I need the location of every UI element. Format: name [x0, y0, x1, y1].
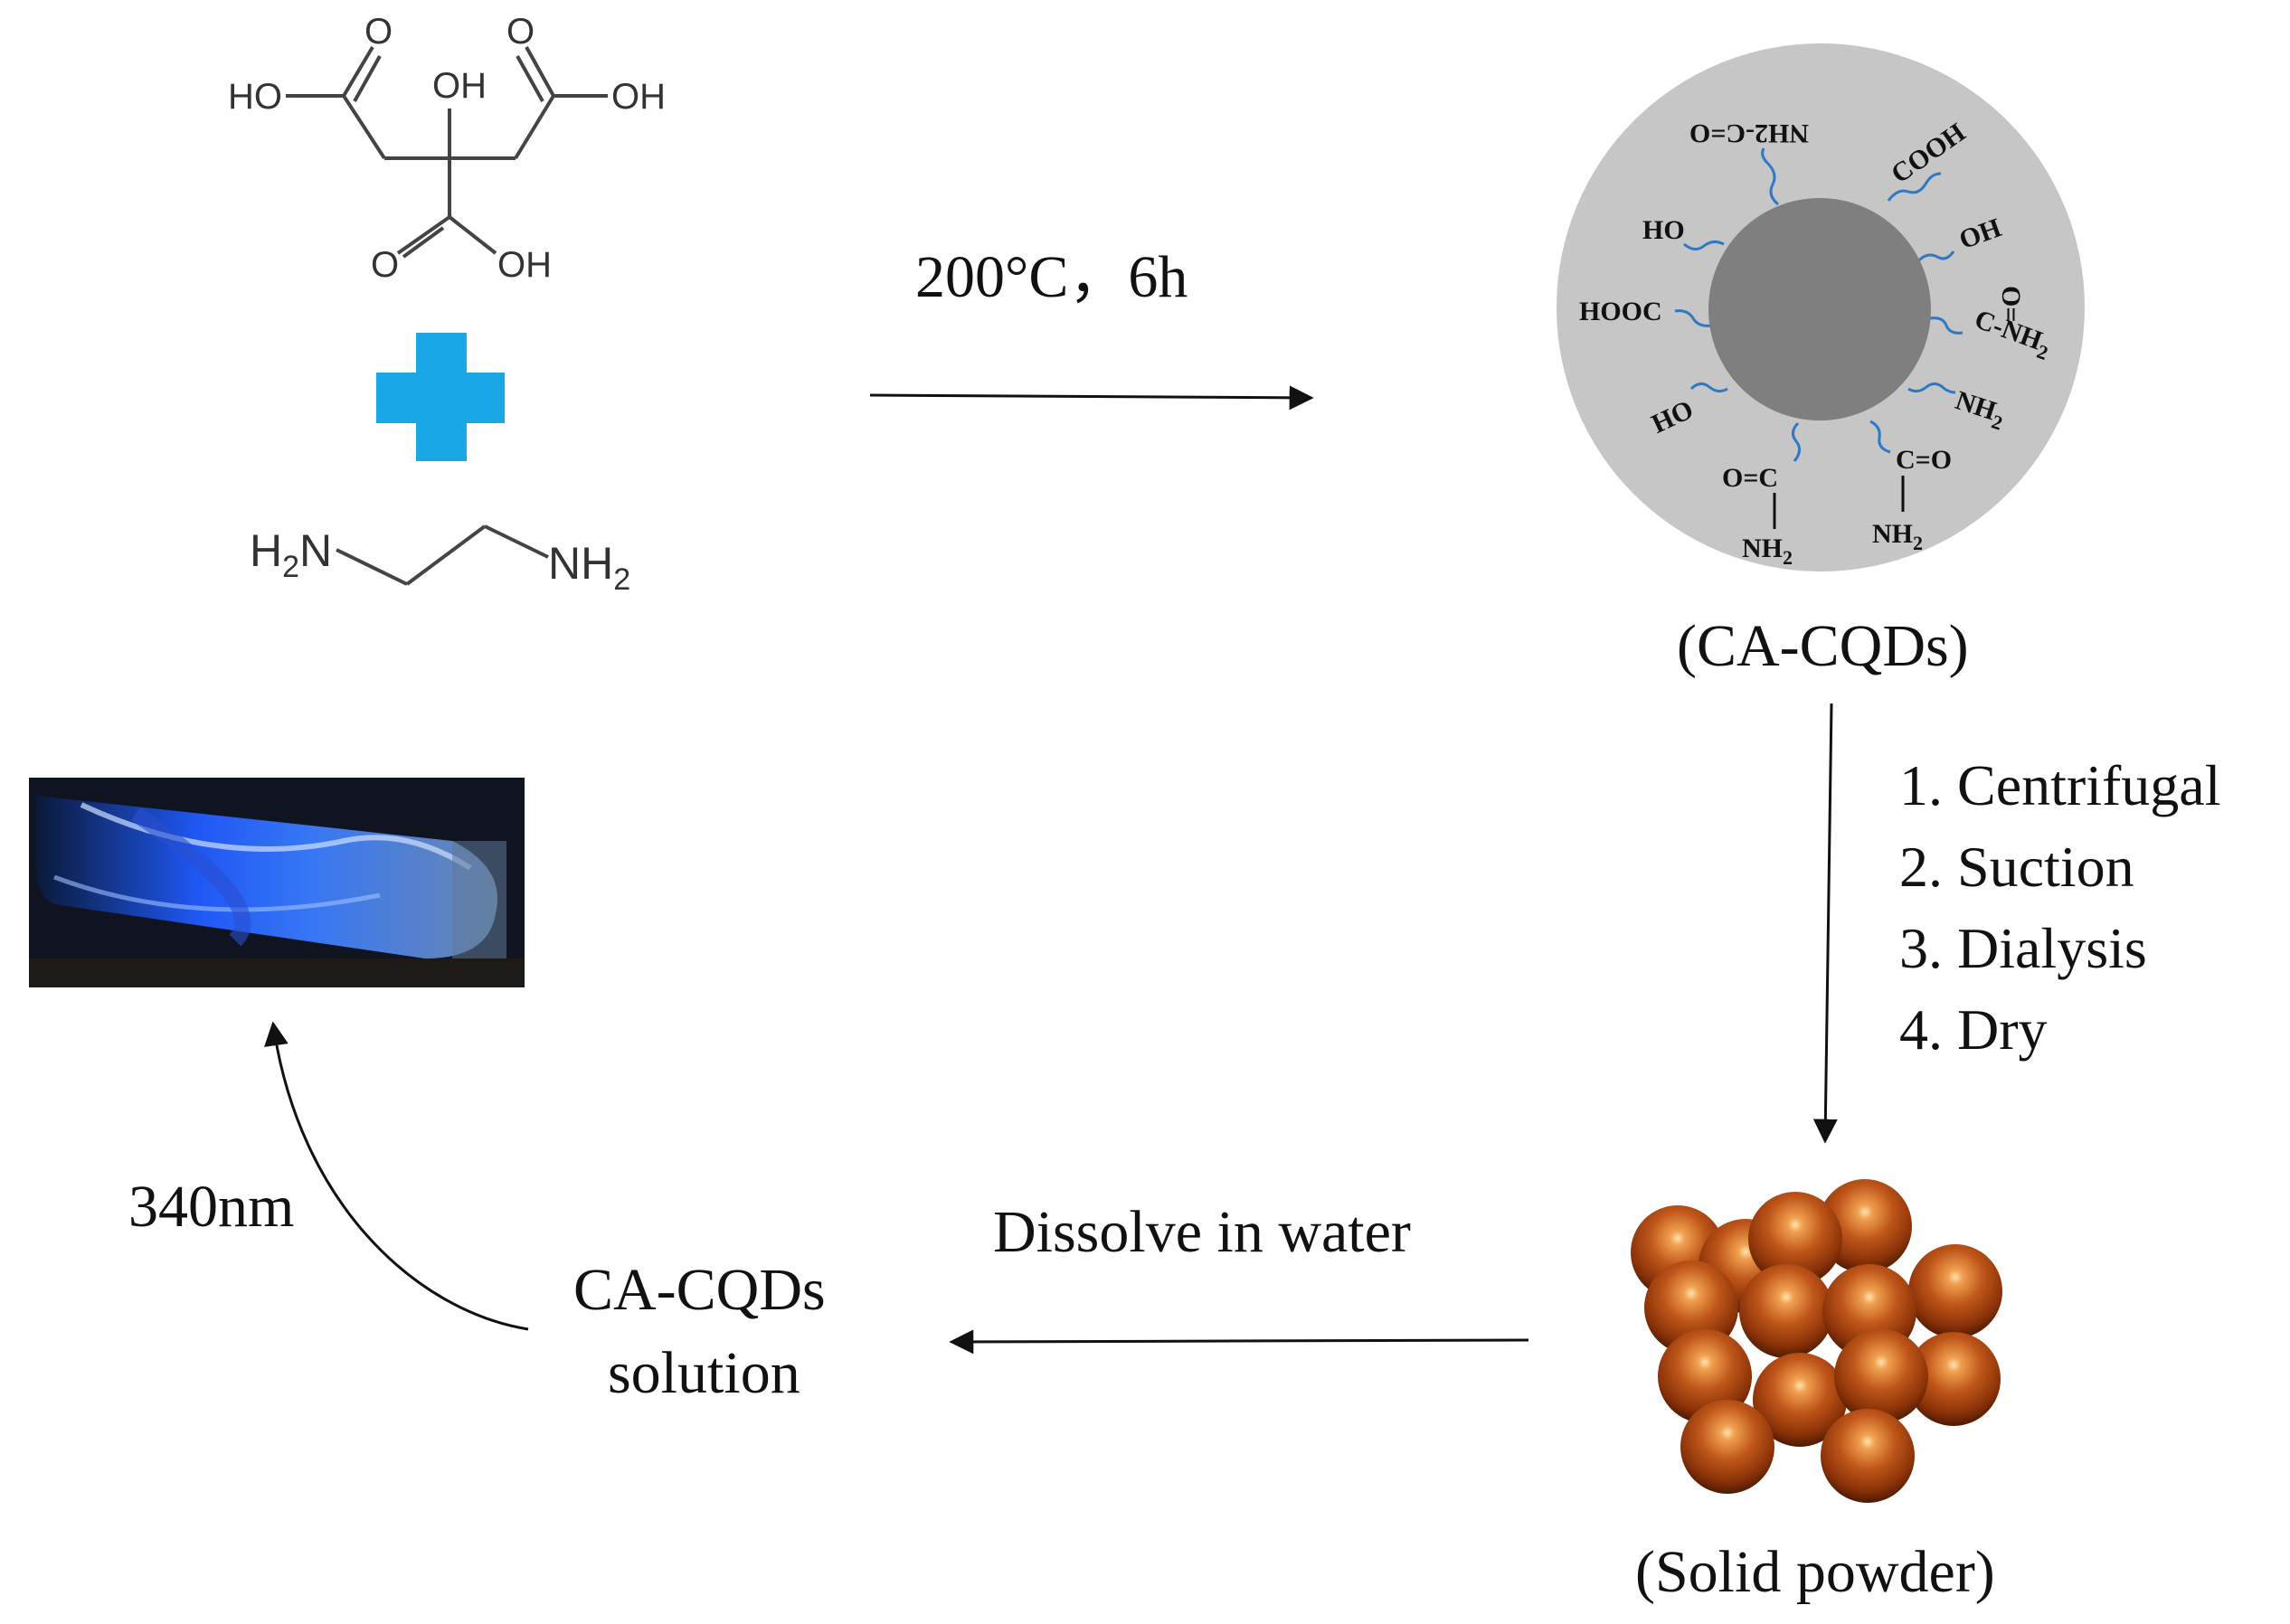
citric-label-oh-right: OH [611, 77, 666, 117]
plus-icon [376, 333, 505, 461]
excitation-label: 340nm [128, 1174, 294, 1240]
reaction-arrow [869, 385, 1314, 411]
cqd-caption: (CA-CQDs) [1677, 613, 1969, 679]
solution-label-line1: CA-CQDs [573, 1257, 826, 1323]
cqd-group-ho-upper: HO [1642, 215, 1685, 245]
citric-acid-structure: HO OH O O OH O OH [228, 12, 666, 285]
purification-step-3: 3. Dialysis [1899, 916, 2147, 980]
cqd-group-co-right: C=O [1896, 445, 1952, 475]
purification-step-4: 4. Dry [1899, 997, 2048, 1062]
cqd-group-top: NH2-C=O [1689, 118, 1809, 148]
solid-powder-particles [1631, 1179, 2002, 1503]
solution-label-line2: solution [608, 1340, 800, 1406]
fluorescence-photo [29, 778, 525, 987]
citric-label-o-left: O [364, 12, 393, 52]
ethylenediamine-label-nh2: NH2 [548, 538, 630, 597]
citric-label-oh-center: OH [432, 66, 487, 106]
reaction-condition: 200°C，6h [915, 244, 1188, 310]
dissolve-label: Dissolve in water [993, 1199, 1411, 1265]
ethylenediamine-structure: H2N NH2 [250, 524, 630, 597]
citric-label-ho: HO [228, 77, 282, 117]
cqd-particle: NH2-C=O COOH HO OH HOOC C-NH2 O= HO NH2 … [1557, 43, 2085, 571]
cqd-group-oc-left: O=C [1722, 463, 1778, 493]
cqd-group-conh2-o: O= [1996, 286, 2026, 322]
powder-caption: (Solid powder) [1635, 1539, 1995, 1605]
purification-arrow [1812, 703, 1838, 1144]
dissolve-arrow [949, 1329, 1529, 1355]
purification-step-1: 1. Centrifugal [1899, 753, 2220, 817]
citric-label-o-right: O [506, 12, 535, 52]
cqd-group-hooc: HOOC [1579, 297, 1662, 326]
excitation-arrow [264, 1021, 529, 1331]
citric-label-oh-bottom: OH [497, 245, 552, 285]
ethylenediamine-label-h2n: H2N [250, 525, 332, 584]
purification-step-2: 2. Suction [1899, 835, 2134, 899]
citric-label-o-bottom: O [371, 245, 399, 285]
